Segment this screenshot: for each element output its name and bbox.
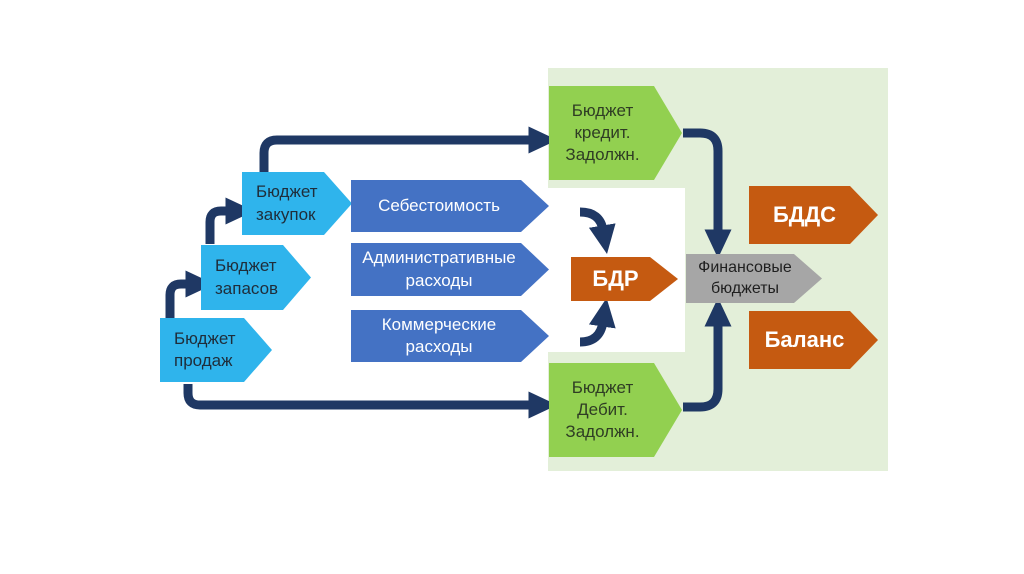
node-balance[interactable]: Баланс — [749, 311, 878, 369]
arrow-debit-to-financial — [683, 297, 732, 412]
node-admin-expenses-label: Административные расходы — [362, 248, 516, 290]
node-bdds-label: БДДС — [772, 201, 837, 227]
node-balance-label: Баланс — [764, 326, 845, 352]
node-debit-debt-budget[interactable]: Бюджет Дебит. Задолжн. — [549, 363, 682, 457]
node-debit-debt-budget-label: Бюджет Дебит. Задолжн. — [565, 377, 640, 442]
node-commercial-expenses-label: Коммерческие расходы — [381, 314, 497, 356]
node-bdr[interactable]: БДР — [571, 257, 678, 301]
node-commercial-expenses[interactable]: Коммерческие расходы — [351, 310, 549, 362]
node-stock-budget-label: Бюджет запасов — [215, 256, 279, 298]
node-sales-budget-label: Бюджет продаж — [174, 328, 236, 370]
arrow-cost-to-bdr — [579, 207, 616, 254]
arrow-sales-to-debit — [183, 384, 558, 419]
node-admin-expenses[interactable]: Административные расходы — [351, 243, 549, 296]
node-credit-debt-budget-label: Бюджет кредит. Задолжн. — [565, 100, 640, 165]
arrow-credit-to-financial — [683, 128, 732, 259]
node-credit-debt-budget[interactable]: Бюджет кредит. Задолжн. — [549, 86, 682, 180]
node-purchases-budget-label: Бюджет закупок — [256, 182, 318, 224]
arrow-commercial-to-bdr — [579, 297, 616, 347]
node-bdr-label: БДР — [592, 265, 639, 291]
node-cost-label: Себестоимость — [378, 195, 500, 215]
node-bdds[interactable]: БДДС — [749, 186, 878, 244]
arrow-purchases-to-credit — [259, 126, 558, 172]
node-financial-budgets-label: Финансовые бюджеты — [698, 258, 792, 297]
arrow-sales-to-stock — [165, 270, 215, 318]
arrow-stock-to-purchases — [205, 197, 255, 244]
node-financial-budgets[interactable]: Финансовые бюджеты — [686, 254, 822, 303]
node-cost[interactable]: Себестоимость — [351, 180, 549, 232]
